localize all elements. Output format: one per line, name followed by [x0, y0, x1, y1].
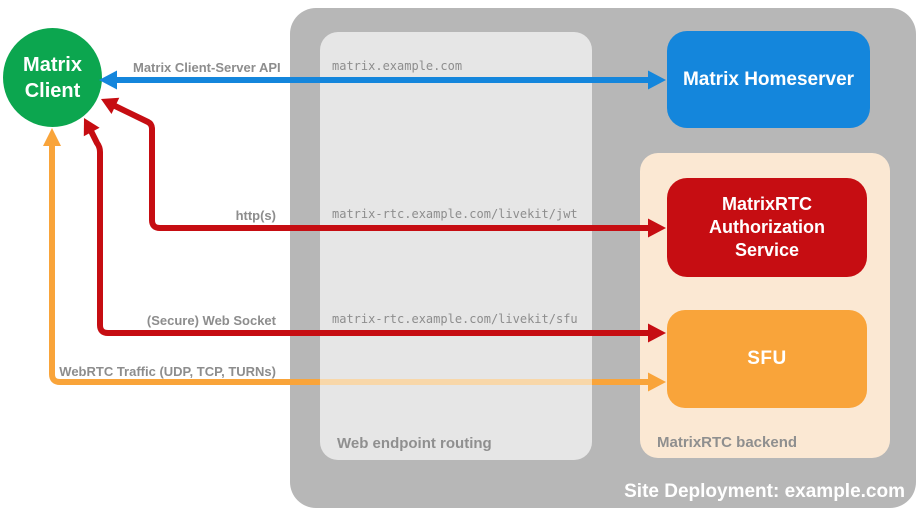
matrixrtc-auth-service-node: MatrixRTC Authorization Service [667, 178, 867, 277]
arrowhead [43, 128, 61, 146]
matrix-client-node: Matrix Client [3, 28, 102, 127]
endpoint-livekit-jwt: matrix-rtc.example.com/livekit/jwt [332, 207, 578, 221]
site-deployment-caption: Site Deployment: example.com [624, 481, 905, 502]
web-endpoint-routing-caption: Web endpoint routing [337, 435, 492, 452]
matrix-client-label-line1: Matrix [23, 53, 82, 76]
web-endpoint-routing-container [320, 32, 592, 460]
sfu-label: SFU [747, 348, 787, 369]
cs-api-arrow-label: Matrix Client-Server API [133, 60, 281, 75]
arrowhead [101, 97, 120, 114]
https-arrow-label: http(s) [235, 208, 276, 223]
arrowhead [83, 118, 100, 137]
endpoint-matrix: matrix.example.com [332, 59, 463, 73]
matrixrtc-backend-caption: MatrixRTC backend [657, 434, 798, 451]
websocket-arrow-label: (Secure) Web Socket [146, 313, 276, 328]
matrix-homeserver-label: Matrix Homeserver [682, 68, 855, 90]
matrix-homeserver-node: Matrix Homeserver [667, 31, 870, 128]
webrtc-arrow-label: WebRTC Traffic (UDP, TCP, TURNs) [59, 364, 276, 379]
endpoint-livekit-sfu: matrix-rtc.example.com/livekit/sfu [332, 312, 578, 326]
matrix-client-label-line2: Client [24, 79, 81, 102]
matrixrtc-auth-service-label: MatrixRTC Authorization Service [709, 194, 825, 260]
sfu-node: SFU [667, 310, 867, 408]
